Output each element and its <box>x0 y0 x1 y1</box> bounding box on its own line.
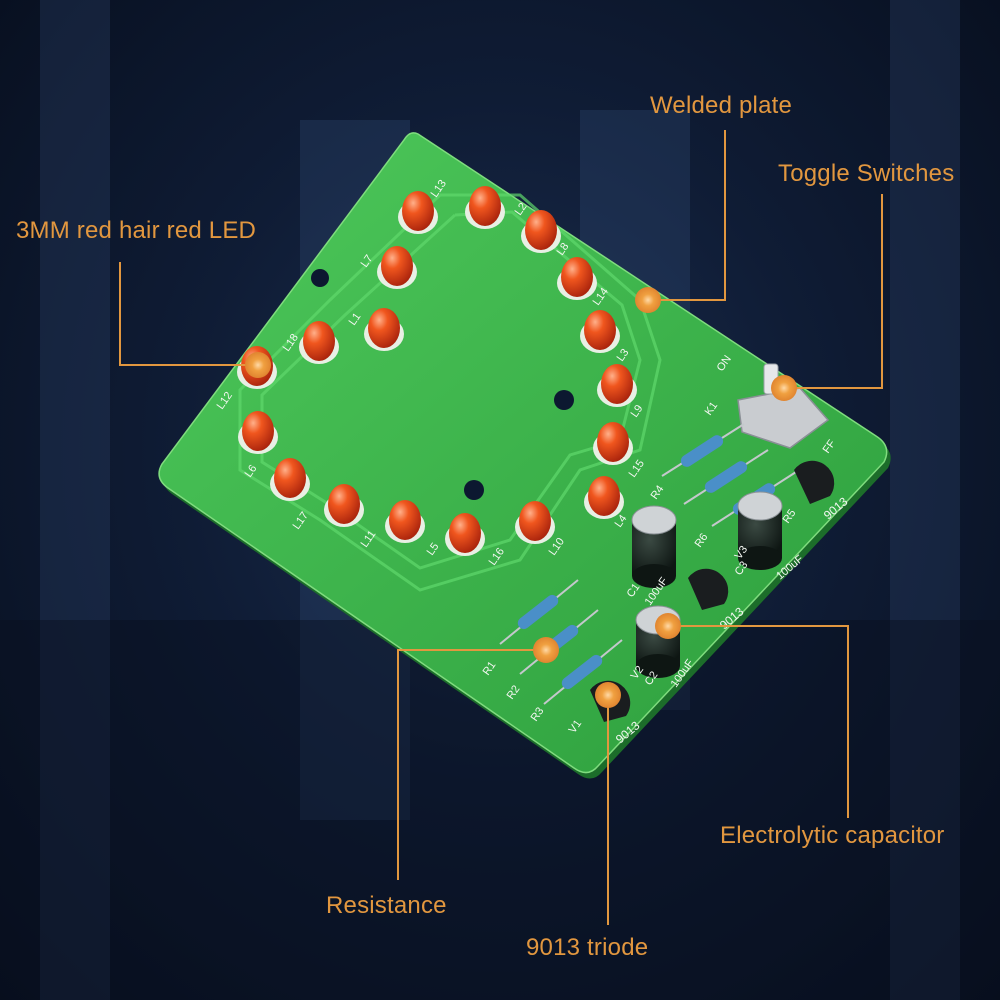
capacitor-leader-line <box>668 625 849 818</box>
led <box>364 308 404 351</box>
toggle-switch-callout-label: Toggle Switches <box>778 160 955 187</box>
resistor <box>683 449 769 505</box>
toggle-switch-leader-line <box>784 194 883 389</box>
led <box>557 257 597 300</box>
toggle-switch-callout-dot <box>771 375 797 401</box>
transistor <box>794 460 835 504</box>
led-group <box>237 186 637 556</box>
silk-label: L5 <box>425 541 442 558</box>
silk-label: L8 <box>555 241 572 258</box>
led <box>593 422 633 465</box>
resistor <box>661 423 745 477</box>
electrolytic-capacitor <box>737 491 783 570</box>
led-leader-line <box>119 262 258 366</box>
led <box>584 476 624 519</box>
callout-dots <box>245 287 797 708</box>
triode-callout-dot <box>595 682 621 708</box>
silk-label: L7 <box>359 253 376 270</box>
silk-label: L6 <box>243 463 260 480</box>
led-callout-label: 3MM red hair red LED <box>16 217 257 244</box>
resistance-callout-dot <box>533 637 559 663</box>
led <box>238 411 278 454</box>
capacitor-callout-dot <box>655 613 681 639</box>
resistance-leader-line <box>397 649 546 880</box>
led <box>299 321 339 364</box>
silk-label: L1 <box>347 311 364 328</box>
mounting-hole <box>464 480 484 500</box>
led <box>521 210 561 253</box>
electrolytic-capacitor <box>631 505 677 588</box>
capacitor-callout-label: Electrolytic capacitor <box>720 822 945 849</box>
resistance-callout-label: Resistance <box>326 892 447 919</box>
led <box>385 500 425 543</box>
led <box>445 513 485 556</box>
resistor <box>499 579 579 645</box>
resistor <box>543 639 623 705</box>
led <box>597 364 637 407</box>
led <box>270 458 310 501</box>
transistor <box>688 568 729 610</box>
silk-label: L4 <box>613 513 630 530</box>
triode-callout-label: 9013 triode <box>526 934 649 961</box>
led <box>465 186 505 229</box>
led <box>515 501 555 544</box>
led <box>580 310 620 353</box>
mounting-hole <box>311 269 329 287</box>
welded-plate-callout-dot <box>635 287 661 313</box>
led <box>398 191 438 234</box>
led-callout-dot <box>245 352 271 378</box>
silk-label: L2 <box>513 201 530 218</box>
silk-label: L3 <box>615 347 632 364</box>
callout-lines <box>119 130 883 925</box>
led <box>324 484 364 527</box>
welded-plate-callout-label: Welded plate <box>650 92 793 119</box>
mounting-hole <box>554 390 574 410</box>
led <box>377 246 417 289</box>
silk-label: L9 <box>629 403 646 420</box>
welded-plate-leader-line <box>648 130 726 301</box>
